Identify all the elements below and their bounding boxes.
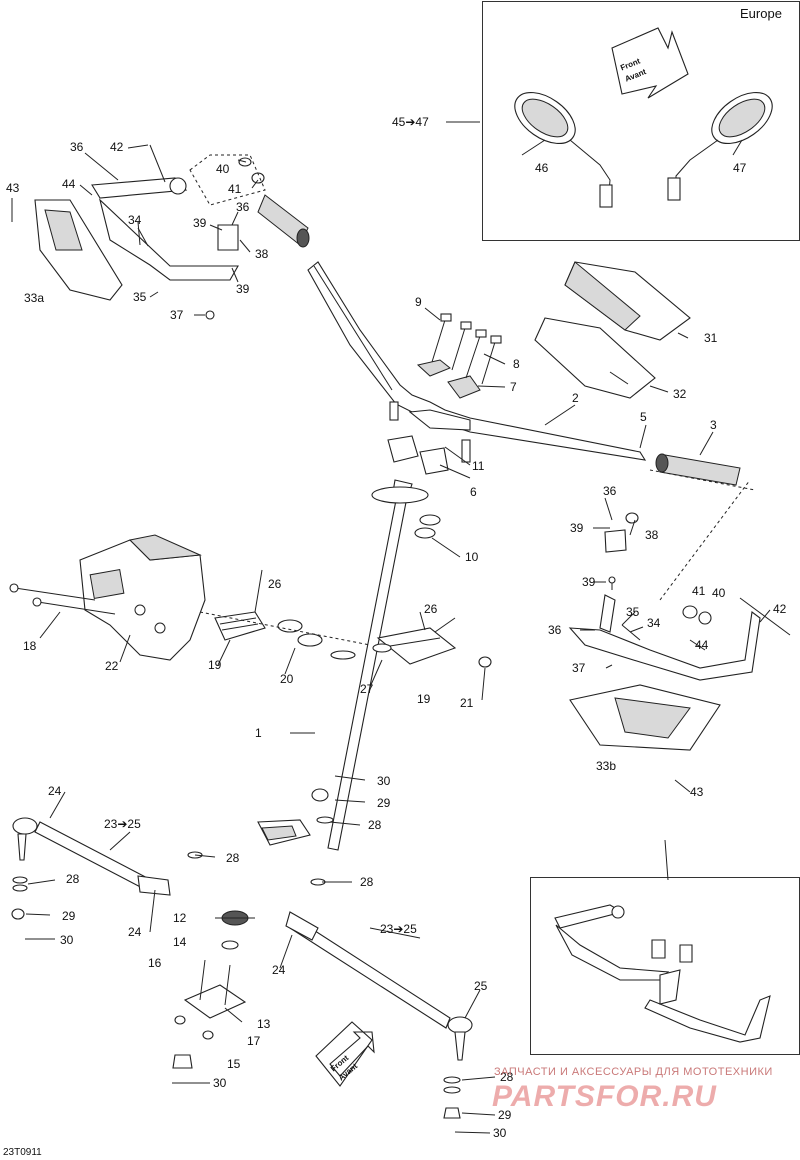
part-label-16: 16: [148, 956, 162, 970]
part-label-23: 23➔25: [104, 817, 141, 831]
part-label-21: 21: [460, 696, 474, 710]
part-label-5: 5: [640, 410, 647, 424]
part-label-44: 44: [695, 638, 709, 652]
grip-3-drawing: [655, 453, 741, 486]
riser-clamp-drawing: [371, 359, 481, 539]
part-label-6: 6: [470, 485, 477, 499]
part-label-42: 42: [773, 602, 787, 616]
front-arrows-drawing: [315, 27, 689, 1087]
part-label-43: 43: [6, 181, 20, 195]
mirrors-drawing: [514, 91, 773, 208]
part-label-26: 26: [268, 577, 282, 591]
part-label-25: 25: [474, 979, 488, 993]
part-label-41: 41: [228, 182, 242, 196]
part-label-38: 38: [255, 247, 269, 261]
part-label-27: 27: [360, 682, 374, 696]
part-label-22: 22: [105, 659, 119, 673]
part-label-13: 13: [257, 1017, 271, 1031]
part-label-35: 35: [626, 605, 640, 619]
part-label-39: 39: [236, 282, 250, 296]
part-label-19: 19: [208, 658, 222, 672]
part-label-36: 36: [70, 140, 84, 154]
part-label-15: 15: [227, 1057, 241, 1071]
watermark-tagline: ЗАПЧАСТИ И АКСЕССУАРЫ ДЛЯ МОТОТЕХНИКИ: [494, 1066, 773, 1078]
part-label-46: 46: [535, 161, 549, 175]
part-label-24: 24: [272, 963, 286, 977]
part-label-47: 47: [733, 161, 747, 175]
tie-rods-drawing: [12, 817, 473, 1061]
bracket-22-drawing: [79, 534, 206, 661]
region-label: Europe: [740, 6, 782, 21]
part-label-29: 29: [377, 796, 391, 810]
watermark-site: PARTSFOR.RU: [492, 1080, 717, 1113]
part-label-39: 39: [570, 521, 584, 535]
part-label-20: 20: [280, 672, 294, 686]
part-label-30: 30: [493, 1126, 507, 1140]
part-label-17: 17: [247, 1034, 261, 1048]
handlebar-drawing: [307, 261, 647, 461]
part-label-7: 7: [510, 380, 517, 394]
part-label-42: 42: [110, 140, 124, 154]
part-label-19: 19: [417, 692, 431, 706]
hardware-drawing: [11, 788, 461, 1119]
clamps-19-drawing: [199, 611, 492, 668]
part-label-26: 26: [424, 602, 438, 616]
part-label-30: 30: [377, 774, 391, 788]
part-label-28: 28: [368, 818, 382, 832]
part-label-40: 40: [216, 162, 230, 176]
steering-column-drawing: [257, 479, 413, 851]
handlebar-pad-drawing: [534, 261, 691, 399]
part-label-39: 39: [582, 575, 596, 589]
part-label-28: 28: [226, 851, 240, 865]
part-label-35: 35: [133, 290, 147, 304]
handguard-right-drawing: [568, 469, 791, 751]
part-label-28: 28: [360, 875, 374, 889]
part-label-8: 8: [513, 357, 520, 371]
part-label-29: 29: [498, 1108, 512, 1122]
part-label-33b: 33b: [596, 759, 617, 773]
part-label-34: 34: [647, 616, 661, 630]
part-label-34: 34: [128, 213, 142, 227]
handguard-alternate-drawing: [554, 904, 771, 1043]
diagram-code: 23T0911: [3, 1147, 42, 1158]
part-label-41: 41: [692, 584, 706, 598]
part-label-1: 1: [255, 726, 262, 740]
part-label-37: 37: [170, 308, 184, 322]
part-label-30: 30: [213, 1076, 227, 1090]
part-label-44: 44: [62, 177, 76, 191]
part-label-18: 18: [23, 639, 37, 653]
part-label-32: 32: [673, 387, 687, 401]
leader-lines: [11, 121, 771, 1134]
part-label-36: 36: [236, 200, 250, 214]
part-label-10: 10: [465, 550, 479, 564]
part-label-36: 36: [548, 623, 562, 637]
part-label-28: 28: [500, 1070, 514, 1084]
part-label-29: 29: [62, 909, 76, 923]
part-label-39: 39: [193, 216, 207, 230]
part-label-9: 9: [415, 295, 422, 309]
part-label-36: 36: [603, 484, 617, 498]
part-label-24: 24: [48, 784, 62, 798]
part-label-23: 23➔25: [380, 922, 417, 936]
part-label-31: 31: [704, 331, 718, 345]
part-label-43: 43: [690, 785, 704, 799]
part-label-38: 38: [645, 528, 659, 542]
bolts-9-drawing: [431, 313, 502, 385]
part-label-33a: 33a: [24, 291, 45, 305]
part-label-37: 37: [572, 661, 586, 675]
part-label-28: 28: [66, 872, 80, 886]
bolts-18-drawing: [9, 583, 116, 615]
part-label-3: 3: [710, 418, 717, 432]
part-label-24: 24: [128, 925, 142, 939]
handguard-left-drawing: [34, 144, 310, 320]
part-label-30: 30: [60, 933, 74, 947]
part-label-14: 14: [173, 935, 187, 949]
part-label-11: 11: [472, 459, 485, 473]
part-label-40: 40: [712, 586, 726, 600]
part-label-12: 12: [173, 911, 187, 925]
part-label-2: 2: [572, 391, 579, 405]
part-label-45: 45➔47: [392, 115, 429, 129]
